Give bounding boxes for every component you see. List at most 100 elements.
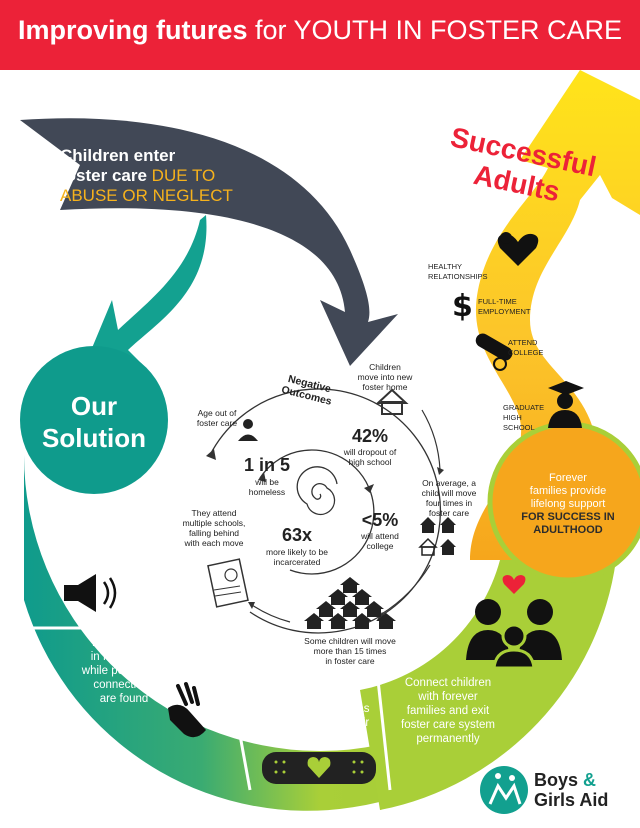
s63-1: incarcerated [273,557,321,567]
stb-3: connections [93,679,155,691]
solution-l2: Solution [42,423,146,453]
stat-42: 42% [351,426,389,446]
fh-0: Children [369,362,401,372]
ft-0: On average, a [422,478,476,488]
many-houses-icon [304,577,396,629]
text-four-times: On average, a child will move four times… [404,478,494,518]
fh-1: move into new [357,372,413,382]
header-banner: Improving futures for YOUTH IN FOSTER CA… [0,0,640,70]
heal-2: abusive pasts [284,731,356,743]
dollar-icon: $ [452,289,473,324]
logo-text: Boys & Girls Aid [534,770,634,810]
solution-advocate: Advocate for children in foster care and… [40,508,160,564]
house-icon [375,388,409,415]
college-l2: COLLEGE [508,348,544,357]
outcome-employment: FULL-TIME EMPLOYMENT [478,297,558,317]
adv-2: care and give [65,537,135,549]
relationships-l1: HEALTHY [428,262,463,271]
page-title: Improving futures for YOUTH IN FOSTER CA… [0,15,640,46]
ft-2: four times in [425,498,473,508]
diploma-icon [475,333,513,371]
entry-line2-bold: foster care [60,166,147,185]
solution-connect: Connect children with forever families a… [388,676,508,746]
stat-63: 63x [281,525,313,545]
ft-1: child will move [421,488,477,498]
employment-l1: FULL-TIME [478,297,517,306]
outcome-highschool: GRADUATE HIGH SCHOOL [503,403,563,433]
sc-3: with each move [184,538,244,548]
teal-arrow [82,215,207,372]
stb-4: are found [99,693,149,705]
adv-0: Advocate for [67,509,133,521]
s42-1: high school [348,457,392,467]
logo-amp: & [583,770,597,790]
ao-0: Age out of [197,408,237,418]
ao-1: foster care [196,418,238,428]
relationships-l2: RELATIONSHIPS [428,272,488,281]
title-rest: for YOUTH IN FOSTER CARE [254,15,623,45]
family-icon [466,575,562,670]
entry-line1: Children enter [60,146,176,165]
solution-l1: Our [70,391,118,421]
stb-0: Find stability [92,637,156,649]
ft-3: foster care [428,508,470,518]
report-card-icon [207,558,249,608]
heal-1: they heal from their [270,717,370,729]
adv-3: them a voice [67,551,133,563]
logo-l2: Girls Aid [534,790,609,810]
f15-1: more than 15 times [313,646,387,656]
our-solution-title: Our Solution [26,390,162,454]
megaphone-icon [64,574,117,612]
stat-1in5-desc: will be homeless [232,477,302,497]
graduate-l1: GRADUATE [503,403,545,412]
infographic-art: $ [20,70,640,814]
sc-2: falling behind [188,528,240,538]
logo-icon [480,766,528,814]
con-3: foster care system [401,719,495,731]
fh-2: foster home [362,382,408,392]
forever-l4: FOR SUCCESS IN [521,511,615,523]
employment-l2: EMPLOYMENT [478,307,531,316]
title-bold: Improving futures [17,15,248,45]
text-age-out: Age out of foster care [182,408,252,428]
con-0: Connect children [404,677,492,689]
s15-1: homeless [248,487,286,497]
stat-1in5: 1 in 5 [243,455,291,475]
forever-l1: Forever [549,472,587,484]
text-foster-home: Children move into new foster home [330,362,440,392]
sc-0: They attend [191,508,237,518]
forever-l2: families provide [529,485,607,497]
cycle-path [209,388,442,634]
s15-0: will be [255,477,279,487]
f15-0: Some children will move [304,636,396,646]
college-l1: ATTEND [508,338,538,347]
con-4: permanently [416,733,480,745]
stat-5: <5% [361,510,399,530]
hands-icon [168,682,206,738]
solution-circle [20,346,168,494]
heart-hands-icon [497,232,539,266]
con-2: families and exit [406,705,490,717]
graduate-l3: SCHOOL [503,423,535,432]
entry-line2-rest: DUE TO [151,166,216,185]
heal-0: Support children as [270,703,370,715]
adv-1: children in foster [57,523,143,535]
stb-1: in foster care [90,651,158,663]
text-schools: They attend multiple schools, falling be… [164,508,264,548]
connect-band [360,560,616,810]
graduate-icon [548,381,584,428]
graduate-l2: HIGH [503,413,522,422]
four-houses-icon [418,517,456,556]
s63-0: more likely to be [266,547,328,557]
solution-heal: Support children as they heal from their… [250,702,390,744]
outcome-college: ATTEND COLLEGE [508,338,568,358]
forever-text: Forever families provide lifelong suppor… [500,472,636,537]
logo-l1: Boys [534,770,579,790]
f15-2: in foster care [325,656,375,666]
s42-0: will dropout of [343,447,397,457]
entry-arrow [20,118,398,367]
stat-5-desc: will attend college [345,531,415,551]
stb-2: while permanent [81,665,167,677]
solution-stability: Find stability in foster care while perm… [64,636,184,706]
stat-63-desc: more likely to be incarcerated [250,547,344,567]
